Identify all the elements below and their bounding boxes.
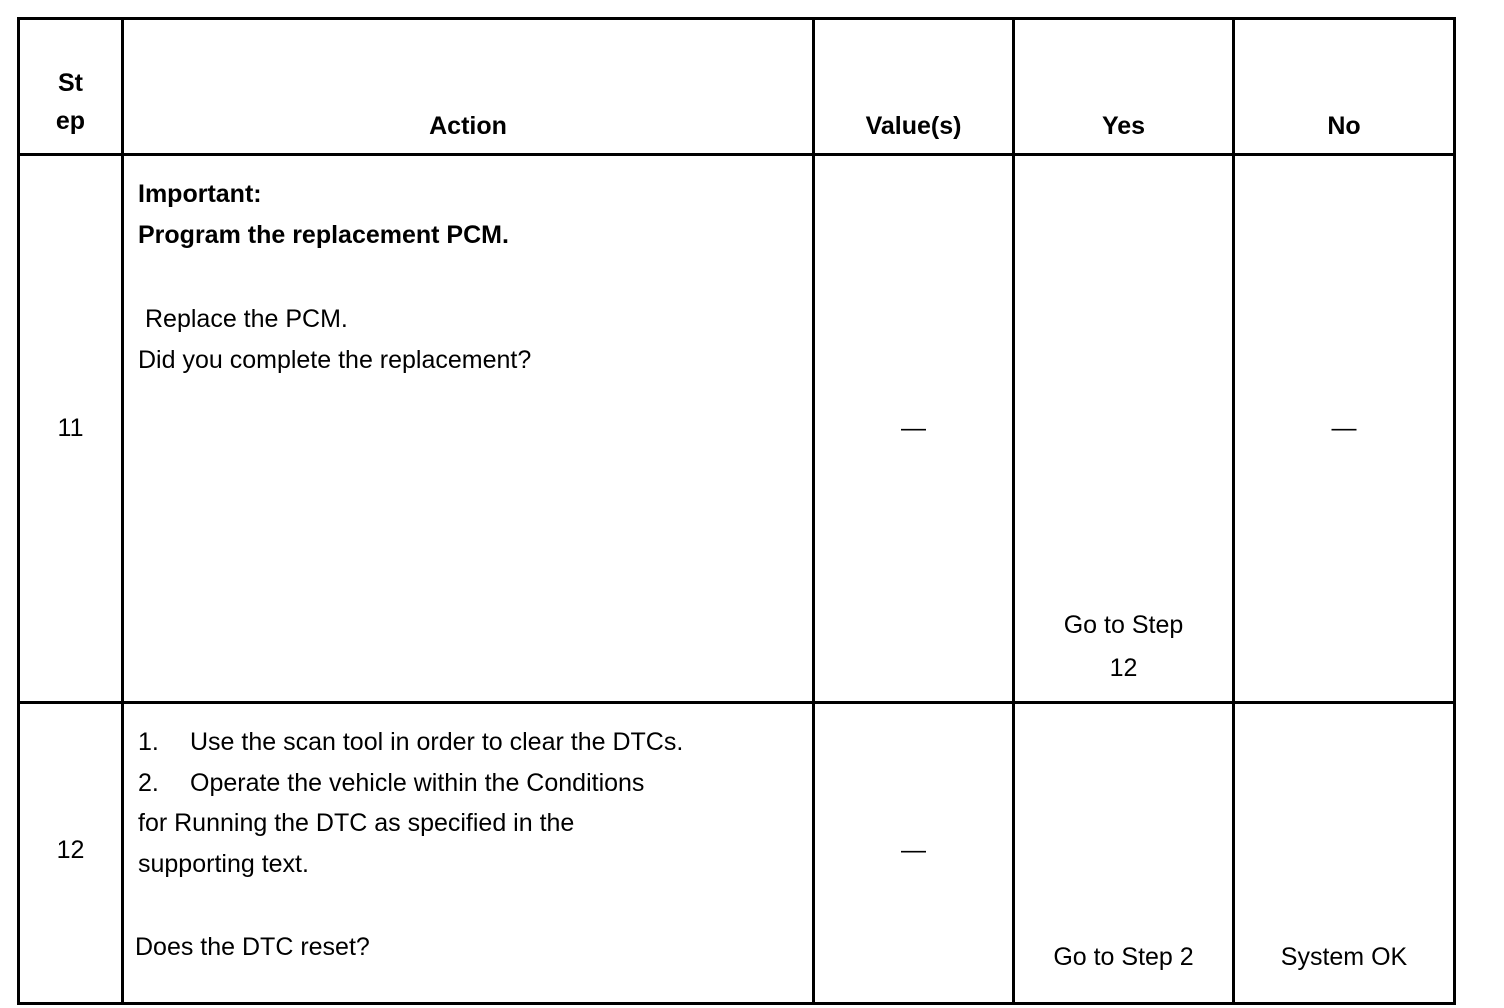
- action-cell-12: 1. Use the scan tool in order to clear t…: [121, 701, 815, 1005]
- table-row-step-11: 11 Important: Program the replacement PC…: [17, 153, 1456, 704]
- action-list-item-2-text: Operate the vehicle within the Condition…: [190, 768, 645, 797]
- action-list-item-2: 2. Operate the vehicle within the Condit…: [138, 763, 802, 804]
- column-header-values-label: Value(s): [865, 112, 962, 140]
- no-dash-11: —: [1331, 414, 1357, 442]
- column-header-step-line2: ep: [55, 107, 86, 136]
- action-spacer-11: [138, 255, 802, 299]
- column-header-yes-label: Yes: [1101, 112, 1146, 140]
- step-number-cell-11: 11: [17, 153, 124, 704]
- column-header-action: Action: [121, 17, 815, 156]
- column-header-step: St ep: [17, 17, 124, 156]
- action-list-item-2-number: 2.: [138, 768, 159, 797]
- step-number-12: 12: [56, 836, 85, 864]
- table-row-step-12: 12 1. Use the scan tool in order to clea…: [17, 701, 1456, 1005]
- no-cell-11: —: [1232, 153, 1456, 704]
- question-12: Does the DTC reset?: [135, 933, 370, 961]
- diagnostic-step-table: St ep Action Value(s) Yes No: [17, 17, 1456, 1005]
- action-list-item-1-text: Use the scan tool in order to clear the …: [190, 728, 684, 756]
- column-header-yes: Yes: [1012, 17, 1235, 156]
- value-cell-12: —: [812, 701, 1015, 1005]
- no-cell-12: System OK: [1232, 701, 1456, 1005]
- yes-branch-12: Go to Step 2: [1053, 943, 1194, 971]
- value-dash-11: —: [901, 414, 926, 442]
- action-list-item-1: 1. Use the scan tool in order to clear t…: [138, 722, 802, 763]
- value-dash-12: —: [901, 836, 926, 864]
- column-header-values: Value(s): [812, 17, 1015, 156]
- yes-branch-11-line1: Go to Step: [1063, 611, 1184, 639]
- value-cell-11: —: [812, 153, 1015, 704]
- table-header-row: St ep Action Value(s) Yes No: [17, 17, 1456, 156]
- yes-branch-11: Go to Step 12: [1015, 604, 1232, 690]
- column-header-no: No: [1232, 17, 1456, 156]
- yes-cell-11: Go to Step 12: [1012, 153, 1235, 704]
- column-header-no-label: No: [1327, 112, 1361, 140]
- action-cell-11: Important: Program the replacement PCM. …: [121, 153, 815, 704]
- yes-cell-12: Go to Step 2: [1012, 701, 1235, 1005]
- instruction-11: Replace the PCM.: [145, 305, 348, 333]
- action-list-item-1-number: 1.: [138, 728, 159, 756]
- question-11: Did you complete the replacement?: [138, 345, 532, 374]
- step-number-11: 11: [57, 414, 84, 442]
- important-text-11: Program the replacement PCM.: [138, 220, 509, 249]
- no-branch-12: System OK: [1280, 943, 1408, 971]
- action-list-item-2-cont1: for Running the DTC as specified in the: [138, 809, 575, 837]
- important-label-11: Important:: [138, 180, 262, 208]
- column-header-step-line1: St: [58, 68, 83, 97]
- step-number-cell-12: 12: [17, 701, 124, 1005]
- column-header-action-label: Action: [429, 112, 507, 140]
- action-list-item-2-cont2: supporting text.: [138, 849, 309, 878]
- yes-branch-11-line2: 12: [1109, 654, 1138, 682]
